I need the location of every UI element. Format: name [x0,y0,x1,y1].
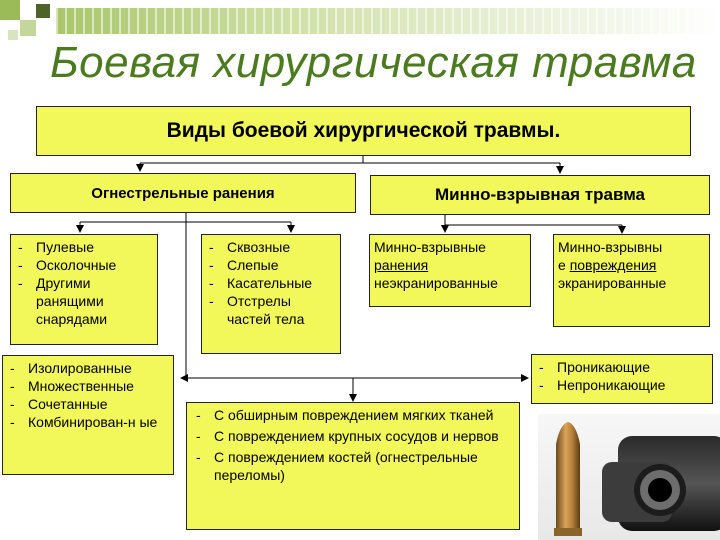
wound-channel-box: Сквозные Слепые Касательные Отстрелы час… [201,234,341,354]
list-item: Сочетанные [7,395,169,413]
gunshot-wounds-box: Огнестрельные ранения [10,173,356,213]
mine-box-2-line-1: Минно-взрывны [558,239,663,255]
pistol-cartridge-photo [538,414,720,540]
list-item: С повреждением крупных сосудов и нервов [193,427,513,445]
mine-blast-label: Минно-взрывная травма [434,185,645,204]
mine-injuries-shielded-box: Минно-взрывны е повреждения экранированн… [553,234,710,327]
root-box: Виды боевой хирургической травмы. [36,106,691,156]
list-item: Непроникающие [536,376,708,394]
list-item: Множественные [7,377,169,395]
list-item: Другими ранящими снарядами [15,274,153,328]
header-stripe-lines [56,8,720,34]
slide-title: Боевая хирургическая травма [50,38,697,87]
pistol-cartridge-icon [554,422,720,536]
list-item: Осколочные [15,256,153,274]
penetration-box: Проникающие Непроникающие [531,354,713,404]
tissue-damage-box: С обширным повреждением мягких тканей С … [186,402,520,530]
deco-square-4 [8,30,18,40]
mine-box-1-line-3: неэкранированные [374,275,498,291]
mine-box-2-line-3: экранированные [558,275,667,291]
list-item: Касательные [206,274,336,292]
mine-box-1-line-1: Минно-взрывные [374,239,486,255]
list-item: Сквозные [206,238,336,256]
mine-wounds-unshielded-box: Минно-взрывные ранения неэкранированные [369,234,531,307]
deco-square-1 [0,0,20,20]
mine-box-1-line-2: ранения [374,257,429,273]
root-label: Виды боевой хирургической травмы. [166,119,561,142]
deco-square-3 [36,4,50,18]
gunshot-wounds-label: Огнестрельные ранения [91,184,275,202]
mine-box-2-line-2b: повреждения [569,257,657,273]
list-item: Проникающие [536,358,708,376]
list-item: Слепые [206,256,336,274]
list-item: Отстрелы частей тела [206,292,336,328]
list-item: С повреждением костей (огнестрельные пер… [193,448,513,484]
list-item: Изолированные [7,359,169,377]
projectile-type-box: Пулевые Осколочные Другими ранящими снар… [10,234,158,345]
injury-extent-box: Изолированные Множественные Сочетанные К… [2,355,174,475]
list-item: Пулевые [15,238,153,256]
list-item: С обширным повреждением мягких тканей [193,406,513,424]
mine-blast-box: Минно-взрывная травма [370,175,710,215]
deco-square-2 [20,20,36,36]
mine-box-2-line-2a: е [558,257,566,273]
list-item: Комбинирован-н ые [7,413,169,431]
